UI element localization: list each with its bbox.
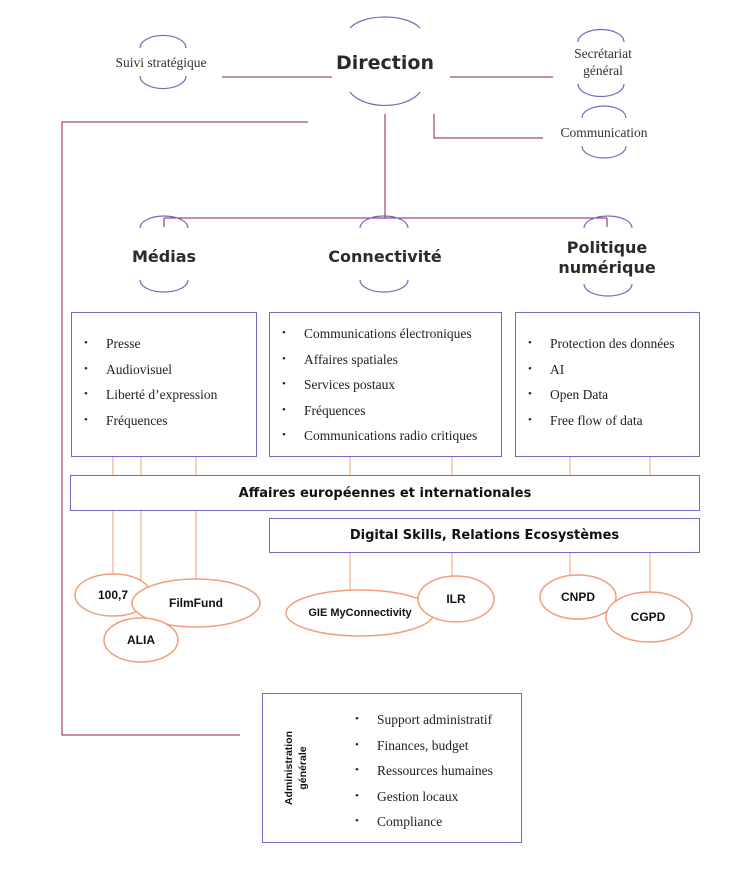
secretariat-bottom-arc (577, 83, 625, 98)
list-item: Services postaux (270, 372, 477, 398)
admin-label: Administration générale (273, 694, 323, 844)
direction-top-arc (349, 16, 421, 29)
entity-gie: GIE MyConnectivity (308, 607, 412, 619)
suivi-label: Suivi stratégique (115, 55, 207, 70)
list-item: Fréquences (72, 408, 217, 434)
connectivite-title: Connectivité (328, 247, 442, 266)
list-item: Compliance (343, 809, 493, 835)
list-item: Support administratif (343, 707, 493, 733)
secretariat-label-line1: Secrétariat (574, 46, 632, 61)
secretariat-label-line2: général (583, 63, 623, 78)
communication-top-arc (581, 105, 627, 119)
list-item: Affaires spatiales (270, 347, 477, 373)
list-item: Presse (72, 331, 217, 357)
admin-label-line2: générale (297, 746, 309, 790)
direction-bottom-arc (349, 91, 421, 107)
suivi-top-arc (139, 34, 187, 49)
entity-cgpd: CGPD (630, 610, 666, 624)
entity-cnpd: CNPD (560, 590, 596, 604)
medias-list: Presse Audiovisuel Liberté d’expression … (72, 331, 217, 433)
medias-box: Presse Audiovisuel Liberté d’expression … (71, 312, 257, 457)
list-item: Fréquences (270, 398, 477, 424)
politique-top-arc (583, 215, 633, 229)
entity-cnpd-ellipse (539, 574, 617, 620)
list-item: AI (516, 357, 674, 383)
list-item: Liberté d’expression (72, 382, 217, 408)
list-item: Audiovisuel (72, 357, 217, 383)
entity-alia: ALIA (127, 633, 155, 647)
communication-connector (433, 114, 543, 139)
communication-bottom-arc (581, 145, 627, 159)
list-item: Gestion locaux (343, 784, 493, 810)
connectivite-box: Communications électroniques Affaires sp… (269, 312, 502, 457)
list-item: Free flow of data (516, 408, 674, 434)
list-item: Communications électroniques (270, 321, 477, 347)
entity-filmfund-ellipse (131, 578, 261, 628)
direction-title: Direction (336, 52, 434, 74)
list-item: Ressources humaines (343, 758, 493, 784)
entity-ilr: ILR (446, 592, 466, 606)
list-item: Protection des données (516, 331, 674, 357)
secretariat-top-arc (577, 28, 625, 43)
list-item: Finances, budget (343, 733, 493, 759)
medias-top-arc (139, 215, 189, 229)
politique-box: Protection des données AI Open Data Free… (515, 312, 700, 457)
affaires-banner: Affaires européennes et internationales (70, 475, 700, 511)
admin-list: Support administratif Finances, budget R… (343, 707, 493, 835)
entity-filmfund: FilmFund (169, 596, 223, 610)
politique-bottom-arc (583, 283, 633, 297)
connectivite-list: Communications électroniques Affaires sp… (270, 321, 477, 449)
entity-alia-ellipse (103, 617, 179, 663)
list-item: Open Data (516, 382, 674, 408)
admin-connector (61, 121, 308, 736)
politique-title-line2: numérique (558, 258, 656, 277)
entity-ilr-ellipse (417, 575, 495, 623)
connectivite-top-arc (359, 215, 409, 229)
admin-label-line1: Administration (283, 730, 295, 806)
entity-100-7: 100,7 (97, 588, 129, 602)
connectivite-bottom-arc (359, 279, 409, 293)
digital-banner: Digital Skills, Relations Ecosystèmes (269, 518, 700, 553)
list-item: Communications radio critiques (270, 423, 477, 449)
admin-box: Administration générale Support administ… (262, 693, 522, 843)
entity-cgpd-ellipse (605, 591, 693, 643)
suivi-bottom-arc (139, 75, 187, 90)
medias-title: Médias (131, 247, 197, 266)
communication-label: Communication (560, 125, 648, 140)
politique-list: Protection des données AI Open Data Free… (516, 331, 674, 433)
medias-bottom-arc (139, 279, 189, 293)
politique-title-line1: Politique (566, 238, 648, 257)
